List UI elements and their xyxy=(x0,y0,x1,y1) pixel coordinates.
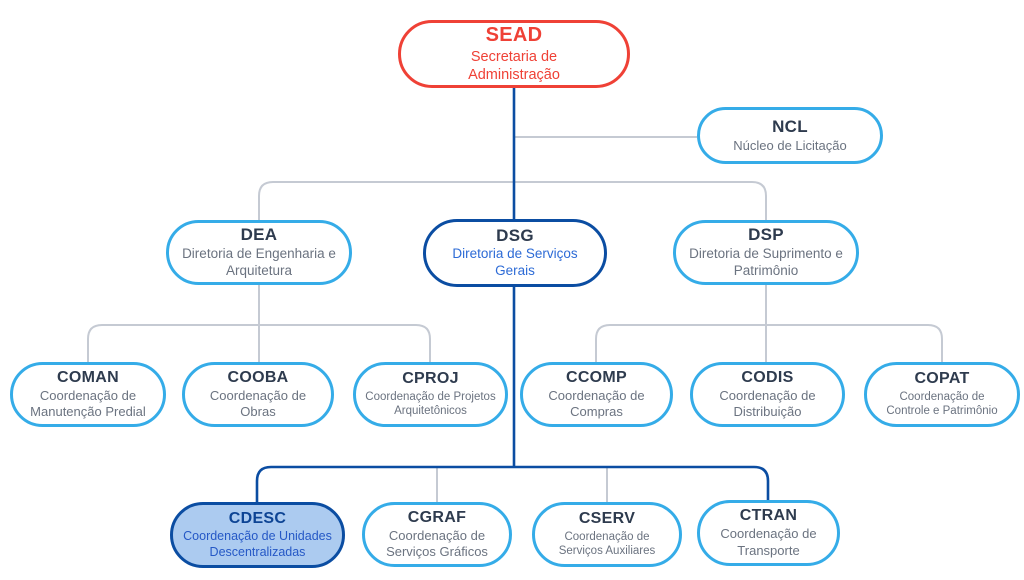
org-node-coman: COMAN Coordenação de Manutenção Predial xyxy=(10,362,166,427)
node-subtitle: Secretaria de Administração xyxy=(468,48,560,83)
node-title: COOBA xyxy=(227,368,289,386)
node-title: CGRAF xyxy=(407,508,467,526)
node-subtitle: Diretoria de Engenharia e Arquitetura xyxy=(182,245,336,278)
connector-dsp-children-rail xyxy=(595,324,943,362)
connector-dea-children-rail xyxy=(87,324,431,362)
connector-level2-rail xyxy=(258,181,767,220)
org-node-cserv: CSERV Coordenação de Serviços Auxiliares xyxy=(532,502,682,567)
org-node-dsg: DSG Diretoria de Serviços Gerais xyxy=(423,219,607,287)
node-subtitle: Coordenação de Distribuição xyxy=(719,387,816,420)
node-subtitle: Diretoria de Suprimento e Patrimônio xyxy=(689,245,843,278)
node-title: NCL xyxy=(772,117,808,137)
org-node-cooba: COOBA Coordenação de Obras xyxy=(182,362,334,427)
node-subtitle: Núcleo de Licitação xyxy=(733,137,847,153)
node-title: DSP xyxy=(748,225,784,245)
node-subtitle: Coordenação de Compras xyxy=(548,387,645,420)
connector-dsg-bottom-rail xyxy=(255,465,770,502)
org-node-cgraf: CGRAF Coordenação de Serviços Gráficos xyxy=(362,502,512,567)
node-title: DSG xyxy=(496,225,534,245)
node-title: CTRAN xyxy=(739,507,798,525)
node-title: COPAT xyxy=(914,370,970,388)
node-title: CSERV xyxy=(578,510,636,528)
node-title: CDESC xyxy=(228,509,287,527)
node-subtitle: Coordenação de Transporte xyxy=(720,526,817,558)
org-node-cdesc-highlighted: CDESC Coordenação de Unidades Descentral… xyxy=(170,502,345,568)
org-node-ctran: CTRAN Coordenação de Transporte xyxy=(697,500,840,566)
node-title: SEAD xyxy=(485,23,543,46)
org-node-ccomp: CCOMP Coordenação de Compras xyxy=(520,362,673,427)
node-title: CPROJ xyxy=(402,370,459,388)
org-node-codis: CODIS Coordenação de Distribuição xyxy=(690,362,845,427)
node-title: CCOMP xyxy=(565,368,628,386)
org-node-dsp: DSP Diretoria de Suprimento e Patrimônio xyxy=(673,220,859,285)
node-subtitle: Coordenação de Unidades Descentralizadas xyxy=(183,529,332,559)
node-subtitle: Coordenação de Manutenção Predial xyxy=(30,387,146,420)
org-node-cproj: CPROJ Coordenação de Projetos Arquitetôn… xyxy=(353,362,508,427)
node-title: DEA xyxy=(240,225,278,245)
node-title: CODIS xyxy=(741,368,794,386)
org-node-sead: SEAD Secretaria de Administração xyxy=(398,20,630,88)
node-subtitle: Coordenação de Obras xyxy=(209,387,307,420)
node-subtitle: Diretoria de Serviços Gerais xyxy=(452,246,578,279)
org-node-copat: COPAT Coordenação de Controle e Patrimôn… xyxy=(864,362,1020,427)
node-subtitle: Coordenação de Projetos Arquitetônicos xyxy=(365,390,496,418)
node-subtitle: Coordenação de Controle e Patrimônio xyxy=(886,390,998,418)
org-node-dea: DEA Diretoria de Engenharia e Arquitetur… xyxy=(166,220,352,285)
org-node-ncl: NCL Núcleo de Licitação xyxy=(697,107,883,164)
node-subtitle: Coordenação de Serviços Gráficos xyxy=(386,527,488,560)
node-subtitle: Coordenação de Serviços Auxiliares xyxy=(558,530,656,558)
node-title: COMAN xyxy=(57,368,119,386)
